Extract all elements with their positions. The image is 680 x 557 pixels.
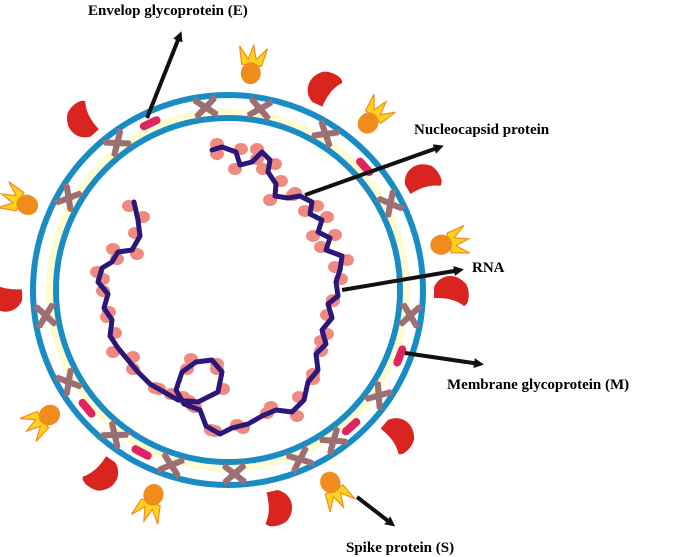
membrane-protein-group: [32, 94, 424, 487]
nucleocapsid-arrow: [304, 144, 444, 197]
m-protein-icon: [318, 425, 349, 457]
membrane-outer-ring: [30, 92, 426, 488]
e-protein-icon: [131, 445, 152, 460]
e-protein-icon: [393, 345, 407, 367]
orange-spike-icon: [430, 225, 471, 255]
red-spike-icon: [82, 456, 119, 491]
m-protein-icon: [286, 444, 314, 475]
m-protein-icon: [53, 367, 85, 397]
m-protein-icon: [222, 461, 247, 487]
orange-spike-icon: [320, 471, 356, 513]
e-protein-icon: [139, 116, 161, 131]
red-spike-icon: [380, 418, 415, 455]
rna-arrow: [341, 266, 464, 292]
orange-spike-icon: [19, 404, 61, 442]
membrane-inner-ring: [53, 115, 403, 465]
envelope-label: Envelop glycoprotein (E): [88, 3, 248, 19]
m-protein-icon: [363, 380, 395, 411]
red-spike-icon: [265, 490, 293, 527]
m-protein-icon: [99, 419, 130, 451]
spike-arrow: [355, 495, 396, 527]
rna-label: RNA: [472, 260, 505, 276]
e-protein-icon: [78, 398, 96, 418]
membrane-arrow: [404, 351, 484, 369]
orange-spike-group: [0, 43, 471, 525]
m-protein-icon: [247, 95, 273, 123]
red-spike-icon: [307, 71, 343, 107]
m-protein-icon: [192, 94, 219, 121]
m-protein-icon: [157, 450, 185, 480]
red-spike-icon: [67, 100, 99, 138]
spike-label: Spike protein (S): [346, 540, 454, 556]
red-spike-icon: [404, 164, 442, 194]
nucleocapsid-label: Nucleocapsid protein: [414, 122, 550, 138]
m-protein-icon: [396, 302, 424, 329]
m-protein-icon: [375, 189, 406, 219]
red-spike-icon: [434, 276, 469, 306]
e-protein-icon: [341, 418, 361, 436]
orange-spike-icon: [0, 181, 39, 215]
membrane-label: Membrane glycoprotein (M): [447, 377, 629, 393]
m-protein-icon: [53, 183, 85, 213]
m-protein-icon: [32, 302, 60, 329]
envelope-arrow: [145, 31, 183, 119]
m-protein-icon: [102, 127, 133, 159]
rna-strand: [95, 144, 345, 437]
red-spike-icon: [0, 282, 23, 312]
orange-spike-icon: [130, 483, 164, 525]
m-protein-icon: [310, 118, 341, 150]
orange-spike-icon: [357, 93, 396, 134]
red-spike-group: [0, 71, 469, 527]
orange-spike-icon: [238, 43, 268, 85]
